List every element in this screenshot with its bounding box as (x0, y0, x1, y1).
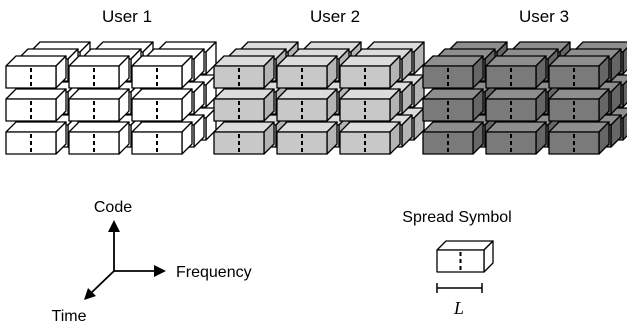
spread-symbol-cube (5, 88, 67, 122)
spread-symbol-cube (485, 121, 547, 155)
length-label: L (453, 298, 464, 318)
user-3-label: User 3 (519, 7, 569, 26)
spread-symbol-cube (68, 55, 130, 89)
spread-symbol-cube (339, 55, 401, 89)
spread-symbol-cube (276, 55, 338, 89)
spread-symbol-cube (339, 121, 401, 155)
spread-symbol-cube (548, 55, 610, 89)
time-axis (89, 270, 115, 295)
spread-symbol-cube (131, 55, 193, 89)
axis-arrowheads (84, 220, 166, 300)
user-2-label: User 2 (310, 7, 360, 26)
spread-symbol-cube (5, 121, 67, 155)
spread-symbol-cube (485, 88, 547, 122)
user-1-symbol-block (5, 41, 217, 155)
time-arrowhead (84, 288, 96, 300)
spread-symbol-cube (5, 55, 67, 89)
length-bracket (436, 283, 483, 293)
spread-symbol-cube (422, 55, 484, 89)
user-2-symbol-block (213, 41, 425, 155)
spread-symbol-cube (436, 240, 494, 273)
spread-symbol-cube (276, 88, 338, 122)
spread-symbol-cube (68, 88, 130, 122)
spread-symbol-cube (485, 55, 547, 89)
axes (89, 228, 158, 295)
spread-symbol-cube (131, 121, 193, 155)
code-arrowhead (108, 220, 120, 232)
time-axis-label: Time (52, 308, 87, 325)
spread-symbol-cube (213, 88, 275, 122)
spread-symbol-cube (213, 121, 275, 155)
spread-symbol-cube (548, 121, 610, 155)
spread-symbol-cube (436, 240, 494, 273)
spread-symbol-cube (276, 121, 338, 155)
code-axis-label: Code (94, 199, 132, 216)
spread-symbol-cube (422, 88, 484, 122)
spread-symbol-cube (68, 121, 130, 155)
spread-symbol-cube (339, 88, 401, 122)
spread-symbol-title: Spread Symbol (402, 209, 511, 226)
frequency-arrowhead (154, 265, 166, 277)
spread-symbol-cube (131, 88, 193, 122)
user-3-symbol-block (422, 41, 627, 155)
spread-symbol-cube (548, 88, 610, 122)
frequency-axis-label: Frequency (176, 264, 252, 281)
user-1-label: User 1 (102, 7, 152, 26)
spread-symbol-cube (213, 55, 275, 89)
spread-symbol-cube (422, 121, 484, 155)
